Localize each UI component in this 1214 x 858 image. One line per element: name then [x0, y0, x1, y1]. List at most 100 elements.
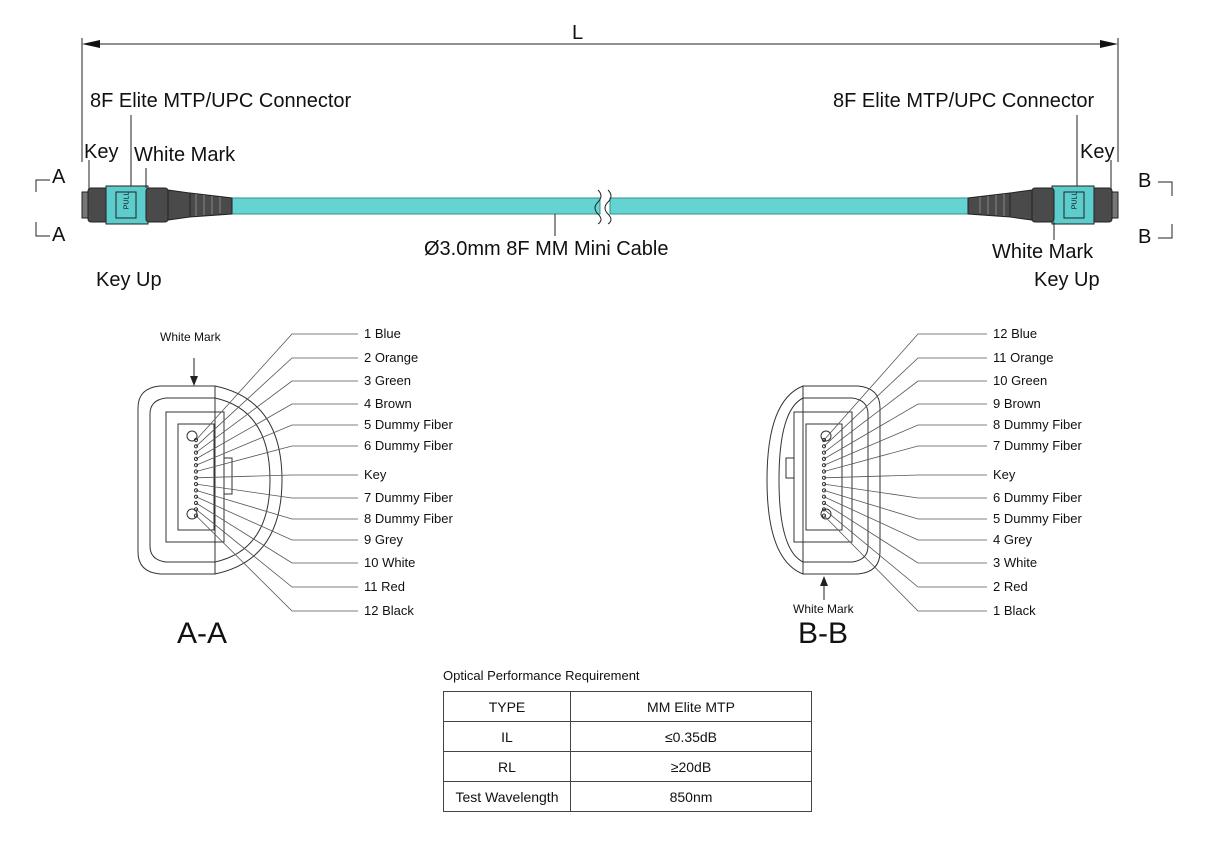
section_aa-leader-1: [195, 357, 358, 447]
left-pull-text: PULL: [123, 191, 131, 210]
section_aa-fiber-12: [193, 513, 199, 518]
section-aa-white-mark: White Mark: [160, 330, 221, 344]
section_aa-fiber-5: [193, 469, 199, 474]
right-connector: [967, 115, 1119, 240]
section_bb-label-4: 8 Dummy Fiber: [993, 417, 1082, 432]
section_bb-fiber-9: [821, 494, 827, 499]
section_bb-leader-0: [823, 333, 987, 441]
section_aa-leader-10: [195, 502, 358, 564]
section_aa-leader-12: [195, 515, 358, 612]
section_aa-fiber-0: [193, 437, 199, 443]
section_aa-label-6: Key: [364, 467, 387, 482]
cable-label: Ø3.0mm 8F MM Mini Cable: [424, 238, 669, 260]
section_aa-fiber-11: [193, 507, 199, 512]
section_bb-label-9: 4 Grey: [993, 532, 1033, 547]
section_bb-label-1: 11 Orange: [993, 350, 1054, 365]
section_bb-label-12: 1 Black: [993, 603, 1036, 618]
section-mark-b-bottom: B: [1138, 226, 1152, 248]
section_bb-fiber-8: [821, 488, 827, 493]
section_aa-fiber-6: [193, 475, 199, 480]
section_bb-label-3: 9 Brown: [993, 396, 1041, 411]
section_aa-leader-4: [195, 424, 358, 466]
section_aa-label-9: 9 Grey: [364, 532, 404, 547]
mini-cable: [229, 189, 971, 236]
section_aa-leader-2: [195, 380, 358, 453]
left-connector-name: 8F Elite MTP/UPC Connector: [90, 90, 352, 112]
section-mark-b-top: B: [1138, 170, 1152, 192]
section_aa-label-2: 3 Green: [364, 373, 411, 388]
section_aa-leader-7: [195, 483, 358, 499]
section_aa-label-7: 7 Dummy Fiber: [364, 490, 453, 505]
section_bb-leader-3: [823, 403, 987, 460]
section_aa-label-1: 2 Orange: [364, 350, 419, 365]
section_bb-fiber-3: [821, 456, 827, 461]
section_bb-fiber-7: [821, 482, 827, 487]
right-orientation-label: Key Up: [1034, 269, 1100, 291]
right-connector-name: 8F Elite MTP/UPC Connector: [833, 90, 1095, 112]
section_bb-label-5: 7 Dummy Fiber: [993, 438, 1082, 453]
section_aa-label-8: 8 Dummy Fiber: [364, 511, 453, 526]
section_bb-leader-6: [823, 474, 987, 479]
right-white-mark-label: White Mark: [992, 241, 1094, 263]
section_bb-leader-12: [823, 515, 987, 612]
left-white-mark-label: White Mark: [134, 144, 236, 166]
section_bb-leader-8: [823, 490, 987, 520]
section_aa-label-0: 1 Blue: [364, 326, 401, 341]
section_aa-leader-5: [195, 445, 358, 472]
section_bb-leader-9: [823, 496, 987, 541]
section_bb-leader-11: [823, 508, 987, 588]
performance-caption: Optical Performance Requirement: [443, 668, 640, 683]
section_bb-fiber-11: [821, 507, 827, 512]
section_aa-fiber-1: [193, 444, 199, 449]
section_bb-leader-10: [823, 502, 987, 564]
section-bb-drawing: [766, 385, 881, 600]
section_bb-label-11: 2 Red: [993, 579, 1028, 594]
performance-row: IL≤0.35dB: [443, 721, 812, 752]
section_bb-fiber-6: [821, 475, 827, 480]
section_bb-leader-1: [823, 357, 987, 447]
section_aa-leader-9: [195, 496, 358, 541]
section-mark-a-top: A: [52, 166, 66, 188]
section_bb-label-0: 12 Blue: [993, 326, 1038, 341]
section_bb-label-10: 3 White: [993, 555, 1038, 570]
section_bb-label-2: 10 Green: [993, 373, 1048, 388]
section_bb-leader-7: [823, 483, 987, 499]
section_aa-leader-11: [195, 508, 358, 588]
section_bb-label-7: 6 Dummy Fiber: [993, 490, 1082, 505]
section-aa-leaders: [193, 333, 358, 612]
section-bb-leaders: [821, 333, 987, 612]
section_aa-label-12: 12 Black: [364, 603, 414, 618]
left-key-label: Key: [84, 141, 119, 163]
section_aa-leader-8: [195, 490, 358, 520]
section_bb-leader-4: [823, 424, 987, 466]
section_bb-leader-5: [823, 445, 987, 472]
performance-value: 850nm: [570, 781, 812, 812]
section_aa-label-11: 11 Red: [364, 579, 405, 594]
section_aa-fiber-7: [193, 482, 199, 487]
performance-value: ≤0.35dB: [570, 721, 812, 752]
right-pull-text: PULL: [1071, 191, 1079, 210]
performance-param: Test Wavelength: [443, 781, 571, 812]
section_aa-leader-3: [195, 403, 358, 460]
performance-value: MM Elite MTP: [570, 691, 812, 722]
section_aa-leader-0: [195, 333, 358, 441]
length-dimension: [81, 38, 1119, 162]
section_bb-fiber-1: [821, 444, 827, 449]
section_bb-leader-2: [823, 380, 987, 453]
left-orientation-label: Key Up: [96, 269, 162, 291]
section_bb-fiber-10: [821, 500, 827, 506]
section_aa-leader-6: [195, 474, 358, 479]
right-key-label: Key: [1080, 141, 1115, 163]
performance-param: RL: [443, 751, 571, 782]
section-aa-drawing: [137, 358, 283, 575]
length-label: L: [572, 22, 584, 44]
section_aa-fiber-2: [193, 450, 199, 455]
section_bb-fiber-0: [821, 437, 827, 443]
section_aa-fiber-9: [193, 494, 199, 499]
section_bb-label-8: 5 Dummy Fiber: [993, 511, 1082, 526]
section-bb-title: B-B: [798, 617, 849, 650]
